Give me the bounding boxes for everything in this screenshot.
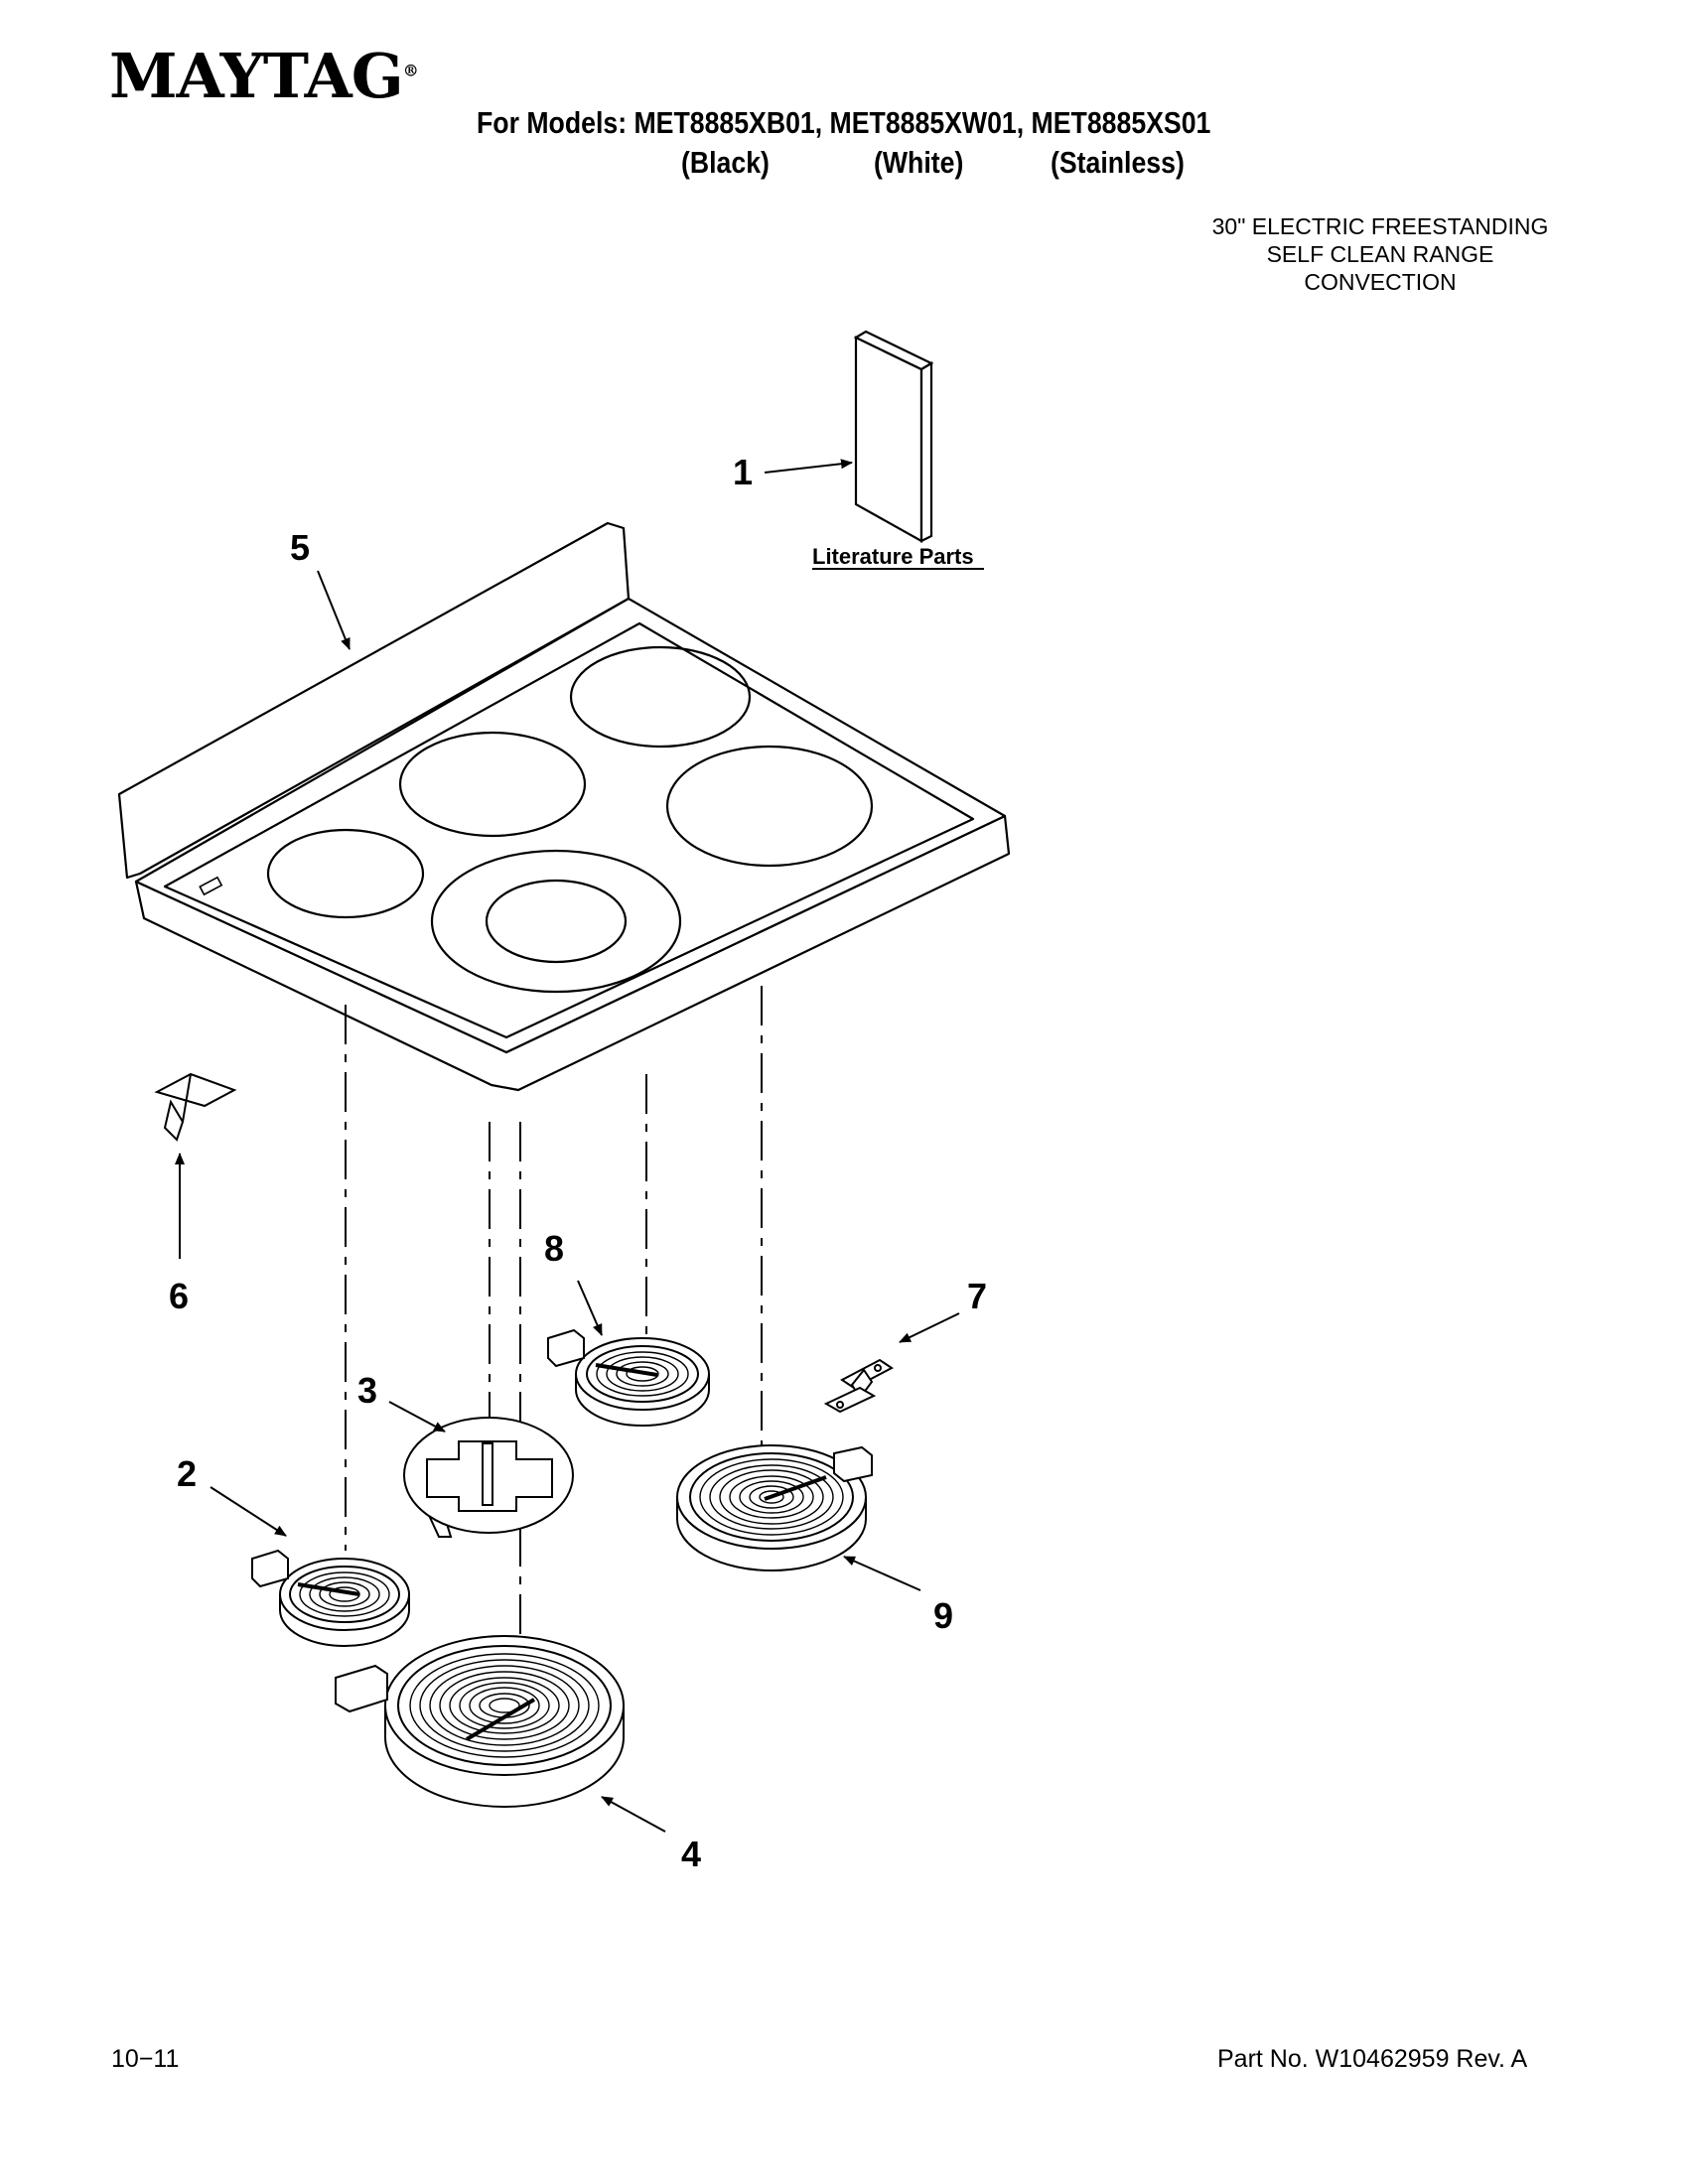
variant-white: (White) (874, 145, 964, 180)
bracket-part-7 (823, 1358, 894, 1414)
element-8-coil (595, 1351, 689, 1397)
left-front-element-ring (266, 828, 425, 919)
models-line: For Models: MET8885XB01, MET8885XW01, ME… (477, 105, 1211, 140)
callout-7: 7 (967, 1276, 987, 1316)
element-4-coil (409, 1653, 600, 1758)
variant-black: (Black) (681, 145, 770, 180)
callout-leaders (175, 459, 960, 1833)
center-element-outer-ring (430, 849, 682, 994)
description-line-1: 30" ELECTRIC FREESTANDING (1211, 213, 1549, 239)
description-line-3: CONVECTION (1304, 269, 1457, 295)
callout-3: 3 (357, 1370, 377, 1411)
cooktop-assembly (117, 521, 1011, 1092)
variant-stainless: (Stainless) (1051, 145, 1185, 180)
brand-logo: MAYTAG® (109, 40, 419, 112)
clip-part-6 (154, 1072, 237, 1142)
center-element-inner-ring (485, 879, 628, 964)
right-front-element-ring (665, 745, 874, 868)
glass-panel (163, 621, 975, 1039)
element-part-2 (251, 1549, 410, 1647)
literature-booklet (853, 330, 934, 543)
element-2-coil (297, 1571, 390, 1617)
cooktop-burner-rings (266, 645, 874, 994)
footer-date: 10−11 (111, 2045, 180, 2073)
control-badge (199, 876, 223, 896)
registered-mark: ® (402, 61, 419, 80)
footer-part-number: Part No. W10462959 Rev. A (1217, 2045, 1528, 2073)
alignment-lines (345, 986, 763, 1648)
left-rear-element-ring (398, 731, 587, 838)
callout-8: 8 (544, 1228, 564, 1269)
callout-6: 6 (169, 1276, 189, 1316)
brand-name: MAYTAG (109, 40, 404, 112)
callout-4: 4 (681, 1834, 701, 1874)
element-part-4 (335, 1635, 625, 1808)
callout-9: 9 (933, 1595, 953, 1636)
spacer-part-3 (403, 1417, 574, 1538)
right-rear-element-ring (569, 645, 752, 749)
product-description: 30" ELECTRIC FREESTANDING SELF CLEAN RAN… (1182, 212, 1579, 296)
element-9-coil (699, 1458, 844, 1536)
callout-5: 5 (290, 527, 310, 568)
literature-parts-label: Literature Parts (812, 544, 974, 569)
callout-1: 1 (733, 452, 753, 492)
callout-2: 2 (177, 1453, 197, 1494)
description-line-2: SELF CLEAN RANGE (1266, 241, 1494, 267)
